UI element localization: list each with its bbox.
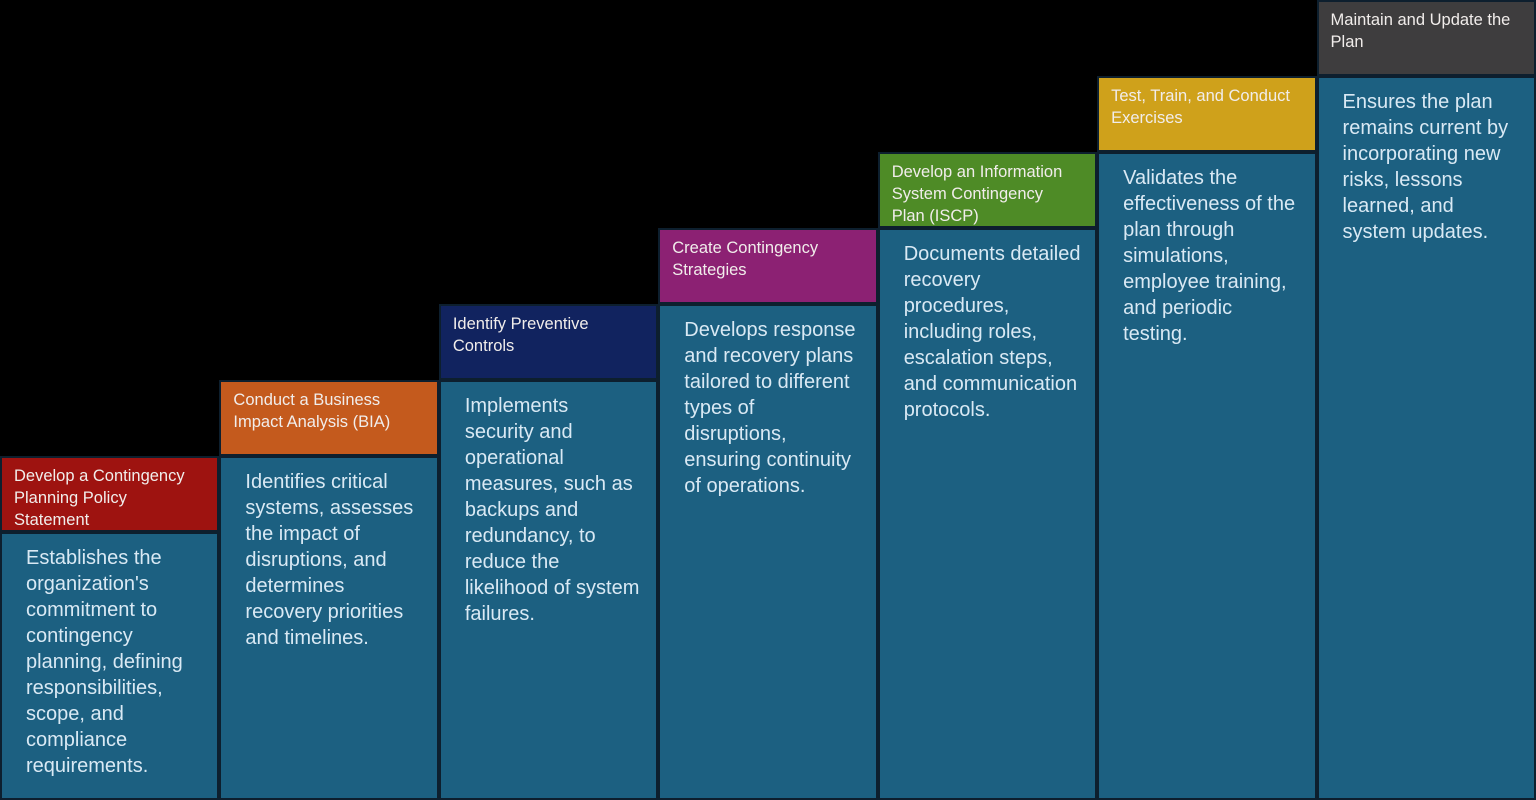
step-3-header: Identify Preventive Controls [438, 304, 659, 380]
step-5-body: Documents detailed recovery procedures, … [877, 228, 1098, 800]
step-5-header: Develop an Information System Contingenc… [877, 152, 1098, 228]
step-2-header: Conduct a Business Impact Analysis (BIA) [219, 380, 439, 456]
step-column-5: Develop an Information System Contingenc… [877, 152, 1098, 800]
step-column-2: Conduct a Business Impact Analysis (BIA)… [219, 380, 439, 800]
step-column-7: Maintain and Update the Plan Ensures the… [1316, 0, 1536, 800]
step-1-description: Establishes the organization's commitmen… [26, 547, 183, 777]
step-3-body: Implements security and operational meas… [438, 380, 659, 800]
step-6-header: Test, Train, and Conduct Exercises [1097, 76, 1317, 152]
step-1-header: Develop a Contingency Planning Policy St… [0, 456, 220, 532]
step-7-body: Ensures the plan remains current by inco… [1316, 76, 1536, 800]
step-column-4: Create Contingency Strategies Develops r… [658, 228, 878, 800]
step-column-6: Test, Train, and Conduct Exercises Valid… [1097, 76, 1317, 800]
step-7-description: Ensures the plan remains current by inco… [1342, 91, 1509, 243]
step-5-title: Develop an Information System Contingenc… [891, 163, 1063, 225]
step-column-3: Identify Preventive Controls Implements … [438, 304, 659, 800]
step-2-title: Conduct a Business Impact Analysis (BIA) [233, 391, 391, 431]
step-5-description: Documents detailed recovery procedures, … [903, 243, 1081, 421]
step-4-header: Create Contingency Strategies [658, 228, 878, 304]
step-4-body: Develops response and recovery plans tai… [658, 304, 878, 800]
step-4-title: Create Contingency Strategies [672, 239, 819, 279]
step-2-body: Identifies critical systems, assesses th… [219, 456, 439, 800]
step-column-1: Develop a Contingency Planning Policy St… [0, 456, 220, 800]
step-6-description: Validates the effectiveness of the plan … [1123, 167, 1296, 345]
step-7-title: Maintain and Update the Plan [1330, 11, 1511, 51]
step-1-title: Develop a Contingency Planning Policy St… [14, 467, 185, 529]
step-6-body: Validates the effectiveness of the plan … [1097, 152, 1317, 800]
step-3-description: Implements security and operational meas… [464, 395, 640, 625]
step-1-body: Establishes the organization's commitmen… [0, 532, 220, 800]
step-7-header: Maintain and Update the Plan [1316, 0, 1536, 76]
step-4-description: Develops response and recovery plans tai… [684, 319, 856, 497]
step-6-title: Test, Train, and Conduct Exercises [1111, 87, 1290, 127]
step-3-title: Identify Preventive Controls [452, 315, 589, 355]
step-2-description: Identifies critical systems, assesses th… [245, 471, 414, 649]
